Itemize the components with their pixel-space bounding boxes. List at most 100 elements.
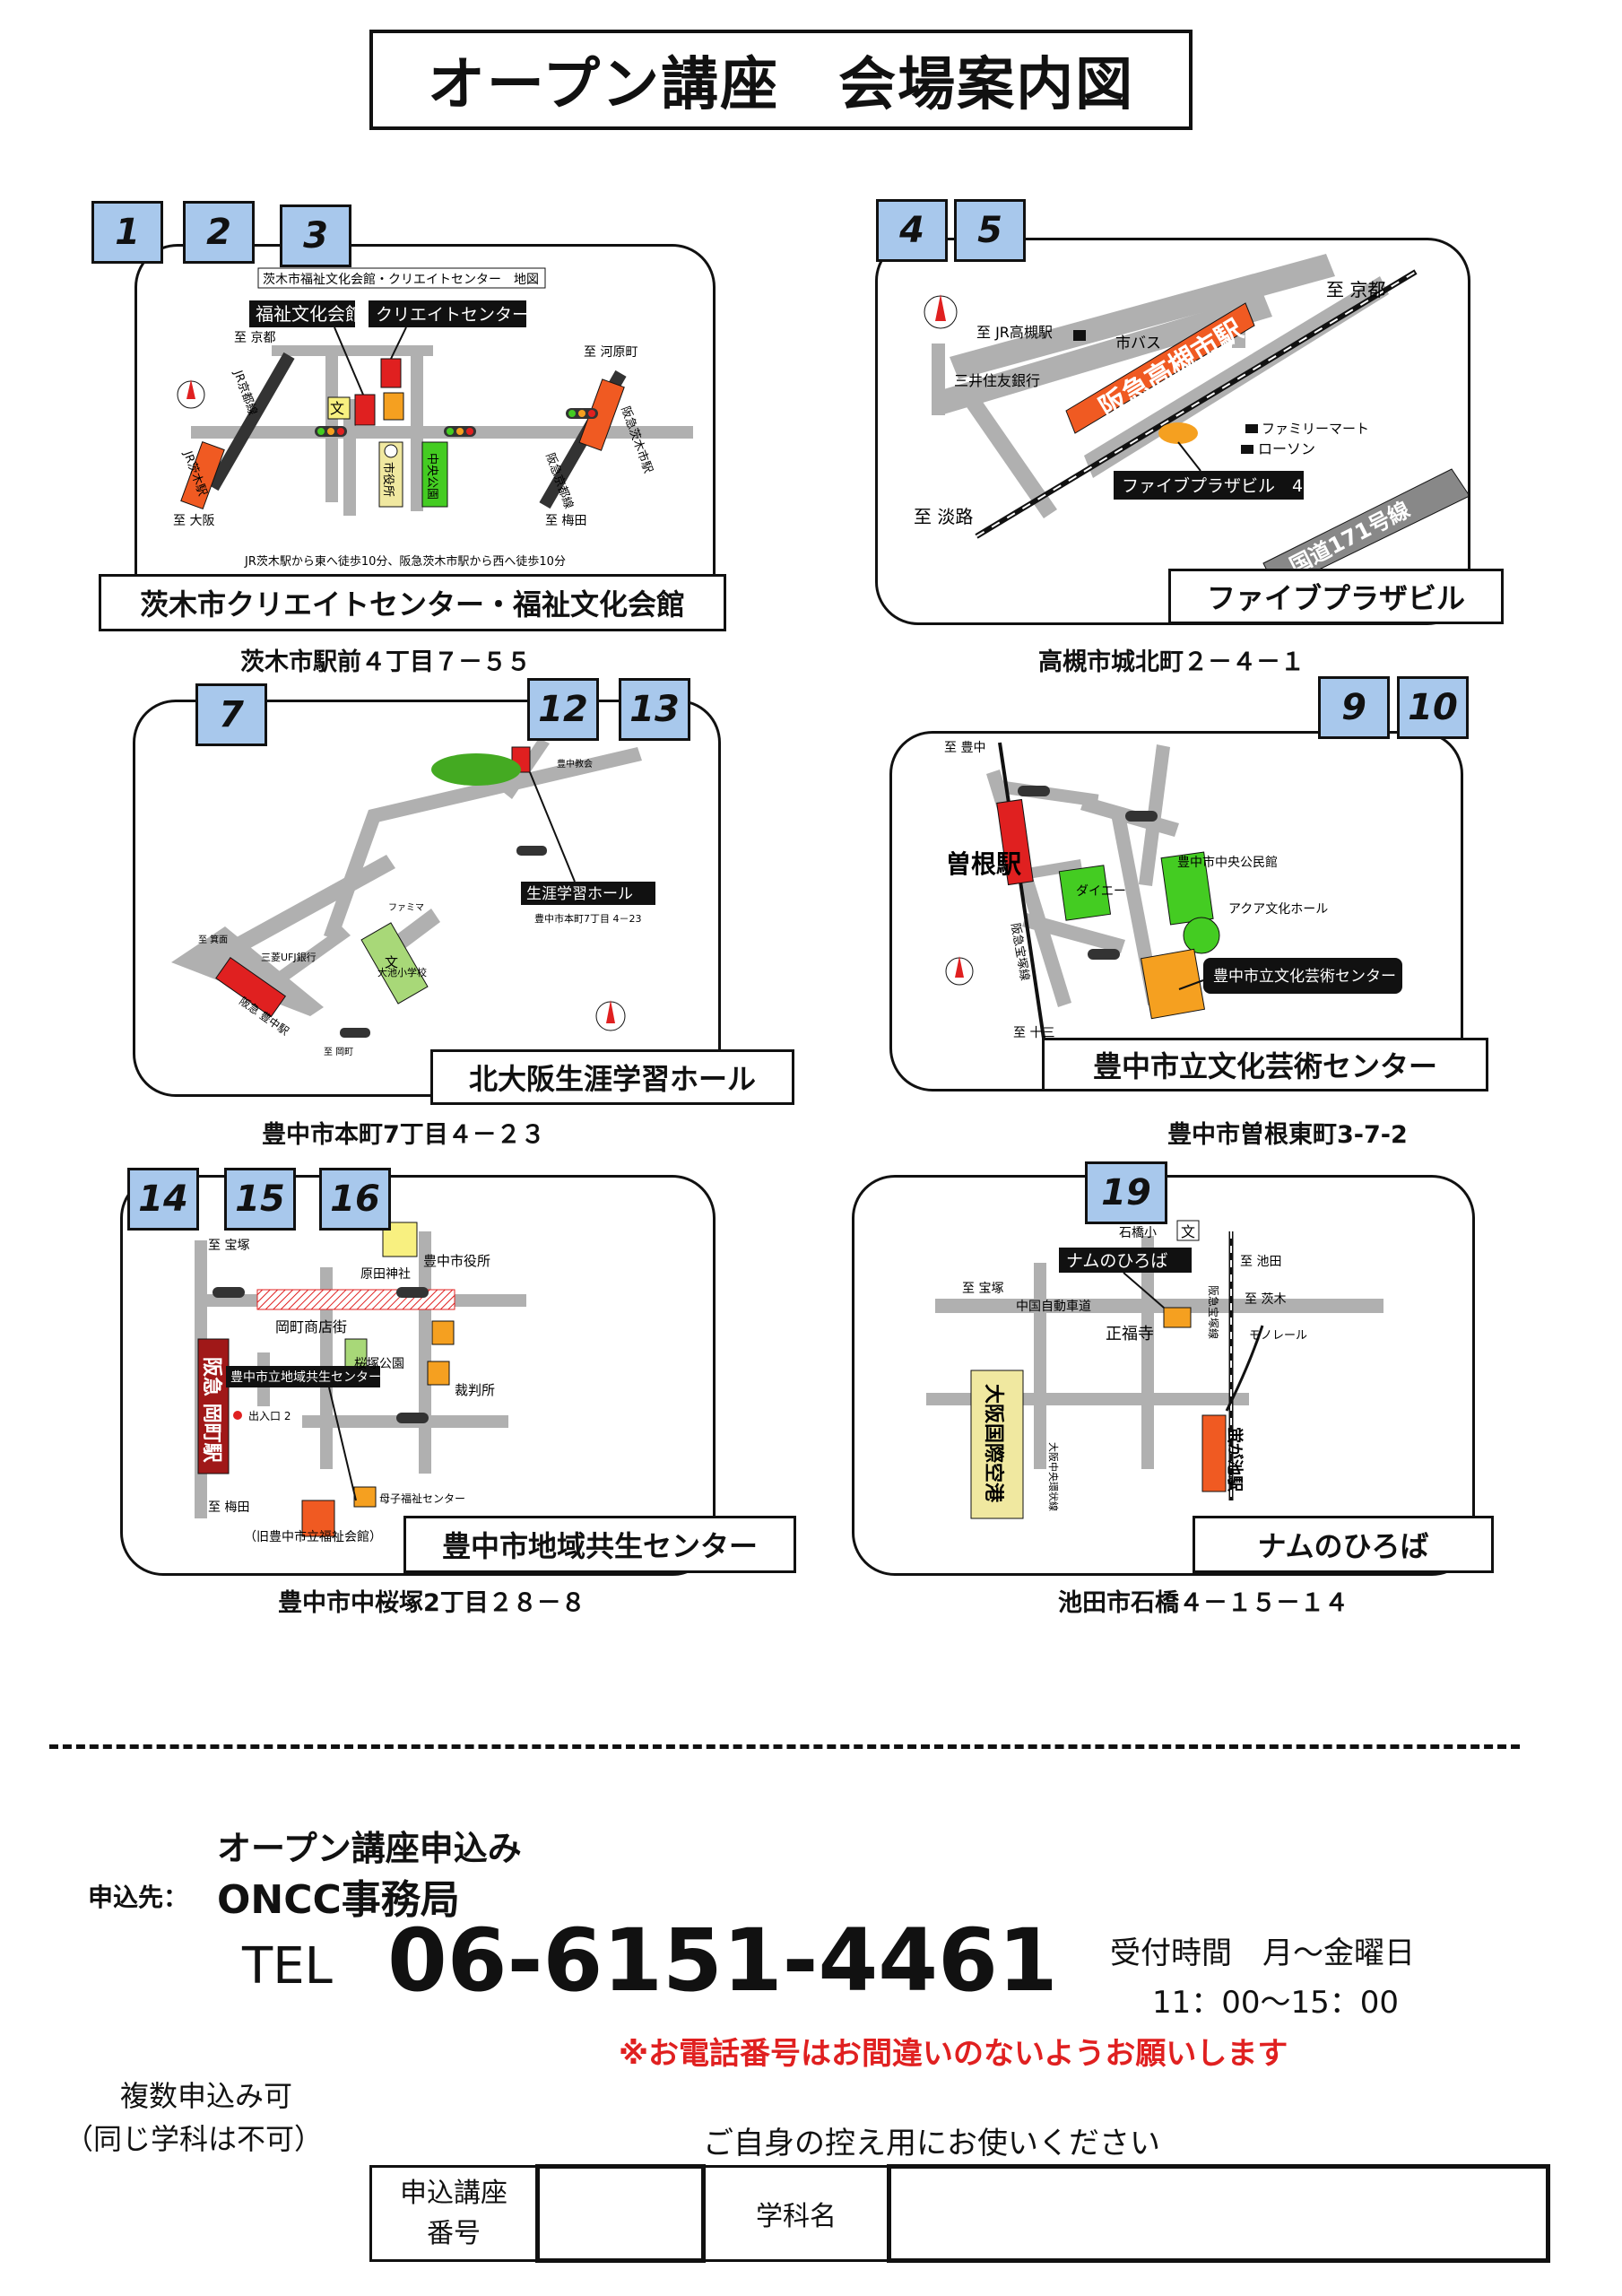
label-lifelong-hall: 生涯学習ホール	[526, 885, 633, 903]
label-to-kyoto: 至 京都	[1326, 279, 1385, 300]
label-five-plaza: ファイブプラザビル 4F	[1122, 475, 1313, 496]
label-hotarugaike-station: 蛍が池駅	[1225, 1427, 1245, 1492]
label-kominkan: 豊中市中央公民館	[1177, 855, 1278, 870]
label-shofukuji: 正福寺	[1106, 1325, 1154, 1344]
course-number-16: 16	[319, 1168, 391, 1231]
label-boshi-center: 母子福祉センター	[379, 1492, 465, 1505]
label-to-jr-takatsuki: 至 JR高槻駅	[976, 324, 1053, 341]
map-panel-takatsuki: 阪急高槻市駅 国道171号線 ファイブプラザビル 4F 至 京都 至 JR高槻駅…	[875, 238, 1470, 625]
venue-name-five-plaza: ファイブプラザビル	[1168, 569, 1504, 624]
label-daiei: ダイエー	[1076, 884, 1126, 899]
label-okamachi-station: 阪急 岡町駅	[200, 1357, 223, 1463]
label-to-kawaramachi: 至 河原町	[584, 345, 638, 360]
map-panel-toyonaka-culture: 豊中市立文化芸術センター 曽根駅 至 豊中 ダイエー 豊中市中央公民館 アクア文…	[889, 731, 1463, 1091]
multiple-allowed: 複数申込み可	[120, 2079, 293, 2113]
label-city-hall: 豊中市役所	[423, 1253, 490, 1269]
label-jr-line: JR京都線	[230, 368, 260, 417]
label-familymart: ファミマ	[388, 903, 424, 913]
course-number-19: 19	[1085, 1161, 1167, 1224]
label-hankyu-line: 阪急宝塚線	[1207, 1285, 1220, 1339]
venue-name-toyonaka-culture: 豊中市立文化芸術センター	[1042, 1038, 1488, 1091]
label-route-171: 国道171号線	[1286, 497, 1414, 578]
label-city-bus: 市バス	[1115, 335, 1161, 352]
map-panel-ibaraki: 茨木市福祉文化会館・クリエイトセンター 地図 福祉文化会館 クリエイトセンター …	[134, 244, 716, 625]
label-bank: 三井住友銀行	[954, 372, 1040, 389]
keep-note: ご自身の控え用にお使いください	[703, 2126, 1160, 2161]
map-panel-toyonaka-kyosei: 阪急 岡町駅 豊中市立地域共生センター 出入口 2 至 宝塚 原田神社 岡町商店…	[120, 1175, 716, 1576]
venue-name-namu: ナムのひろば	[1193, 1516, 1494, 1573]
cut-line	[49, 1744, 1520, 1749]
application-title: オープン講座申込み	[217, 1829, 522, 1868]
course-number-15: 15	[224, 1168, 296, 1231]
label-kyosei-center: 豊中市立地域共生センター	[230, 1370, 381, 1385]
label-to-osaka: 至 大阪	[173, 514, 214, 528]
label-bank: 三菱UFJ銀行	[261, 951, 317, 963]
hours-time: 11：00～15：00	[1152, 1985, 1400, 2021]
label-chuo-kanjo: 大阪中央環状線	[1047, 1442, 1060, 1511]
school-mark: 文	[330, 400, 344, 417]
map-kita-osaka: 文 阪急 豊中駅 生涯学習ホール 豊中市本町7丁目 4－23 豊中教会 至 箕面…	[171, 738, 655, 1057]
label-city-hall: 市役所	[381, 462, 395, 497]
map-panel-kita-osaka: 文 阪急 豊中駅 生涯学習ホール 豊中市本町7丁目 4－23 豊中教会 至 箕面…	[133, 700, 721, 1097]
map-ikeda: 蛍が池駅 大阪国際空港 ナムのひろば 文 石橋小 至 池田 至 宝塚 中国自動車…	[926, 1220, 1383, 1519]
label-familymart: ファミリーマート	[1262, 421, 1369, 437]
label-shotengai: 岡町商店街	[275, 1318, 347, 1335]
label-create-center: クリエイトセンター	[376, 305, 529, 325]
course-number-field[interactable]	[535, 2164, 706, 2263]
label-central-park: 中央公園	[425, 453, 438, 500]
school-mark: 文	[1181, 1223, 1195, 1240]
venue-name-ibaraki: 茨木市クリエイトセンター・福祉文化会館	[99, 574, 726, 631]
subject-field[interactable]	[887, 2164, 1550, 2263]
same-subject-not-allowed: （同じ学科は不可）	[65, 2122, 324, 2156]
venue-name-toyonaka-kyosei: 豊中市地域共生センター	[403, 1516, 796, 1573]
label-hall-address: 豊中市本町7丁目 4－23	[534, 912, 642, 925]
application-form: 申込講座 番号 学科名	[369, 2164, 1550, 2263]
map-takatsuki: 阪急高槻市駅 国道171号線 ファイブプラザビル 4F 至 京都 至 JR高槻駅…	[914, 254, 1468, 591]
label-to-okamachi: 至 岡町	[324, 1047, 353, 1057]
venue-name-kita-osaka: 北大阪生涯学習ホール	[430, 1049, 794, 1105]
label-to-ibaraki: 至 茨木	[1245, 1292, 1286, 1307]
venue-address-namu: 池田市石橋４－１５－１４	[1058, 1589, 1349, 1617]
tel-number: 06-6151-4461	[387, 1910, 1058, 2011]
label-to-toyonaka: 至 豊中	[944, 741, 985, 755]
subject-header: 学科名	[702, 2165, 890, 2262]
course-number-2: 2	[183, 201, 255, 264]
label-to-umeda: 至 梅田	[208, 1500, 249, 1515]
map-access-note: JR茨木駅から東へ徒歩10分、阪急茨木市駅から西へ徒歩10分	[244, 554, 566, 569]
label-to-awaji: 至 淡路	[914, 506, 973, 527]
label-to-juso: 至 十三	[1013, 1026, 1054, 1040]
label-to-kyoto: 至 京都	[234, 331, 275, 345]
map-panel-ikeda: 蛍が池駅 大阪国際空港 ナムのひろば 文 石橋小 至 池田 至 宝塚 中国自動車…	[852, 1175, 1475, 1576]
application-to-label: 申込先：	[88, 1883, 189, 1912]
tel-label: TEL	[242, 1937, 333, 1996]
label-namu-no-hiroba: ナムのひろば	[1066, 1251, 1167, 1271]
venue-address-toyonaka-kyosei: 豊中市中桜塚2丁目２８－８	[278, 1589, 585, 1617]
map-toyonaka-kyosei: 阪急 岡町駅 豊中市立地域共生センター 出入口 2 至 宝塚 原田神社 岡町商店…	[195, 1222, 526, 1544]
label-monorail: モノレール	[1249, 1329, 1307, 1343]
label-to-takarazuka: 至 宝塚	[962, 1282, 1003, 1296]
label-ishibashi-school: 石橋小	[1119, 1226, 1157, 1240]
map-toyonaka-culture: 豊中市立文化芸術センター 曽根駅 至 豊中 ダイエー 豊中市中央公民館 アクア文…	[944, 741, 1402, 1075]
label-to-ikeda: 至 池田	[1240, 1255, 1281, 1269]
label-hankyu-station: 阪急茨木市駅	[618, 404, 655, 475]
course-number-10: 10	[1397, 676, 1469, 739]
course-number-14: 14	[127, 1168, 199, 1231]
course-number-1: 1	[91, 201, 163, 264]
label-lawson: ローソン	[1258, 440, 1315, 457]
label-culture-center: 豊中市立文化芸術センター	[1213, 968, 1396, 986]
label-shrine: 原田神社	[360, 1267, 411, 1282]
map-header-label: 茨木市福祉文化会館・クリエイトセンター 地図	[263, 272, 539, 287]
course-number-5: 5	[954, 199, 1026, 262]
venue-address-ibaraki: 茨木市駅前４丁目７－５５	[240, 648, 531, 676]
label-church: 豊中教会	[557, 758, 593, 770]
page-title: オープン講座 会場案内図	[369, 30, 1193, 130]
label-itami-airport: 大阪国際空港	[982, 1384, 1005, 1503]
label-to-umeda: 至 梅田	[545, 514, 586, 528]
label-old-name: （旧豊中市立福祉会館）	[244, 1529, 382, 1544]
phone-warning: ※お電話番号はお間違いのないようお願いします	[619, 2036, 1288, 2072]
course-number-9: 9	[1318, 676, 1390, 739]
school-mark: 文	[385, 954, 398, 970]
label-to-takarazuka: 至 宝塚	[208, 1239, 249, 1253]
venue-address-kita-osaka: 豊中市本町7丁目４－２３	[262, 1121, 545, 1149]
label-to-minoo: 至 箕面	[198, 934, 228, 945]
